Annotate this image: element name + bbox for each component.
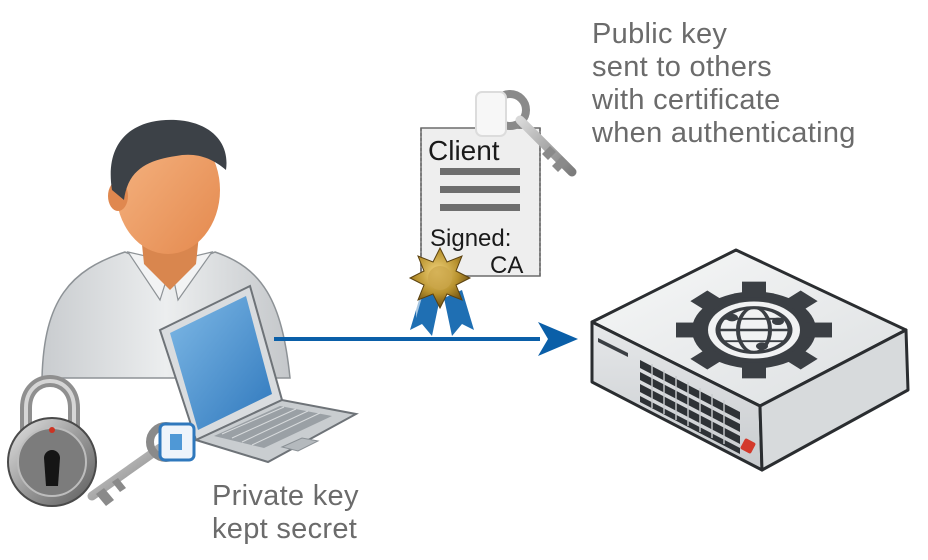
person-icon [41, 119, 291, 379]
certificate-signed-label: Signed: [430, 225, 512, 252]
arrow-icon [274, 322, 578, 356]
certificate-title: Client [428, 135, 500, 166]
public-key-icon [475, 90, 577, 177]
public-key-caption-line: when authenticating [592, 117, 856, 149]
public-key-caption: Public key sent to others with certifica… [592, 18, 856, 150]
certificate-signer: CA [490, 252, 524, 279]
public-key-caption-line: Public key [592, 18, 728, 50]
private-key-caption-line: kept secret [212, 513, 358, 545]
laptop-icon [158, 284, 359, 464]
private-key-icon [87, 422, 196, 506]
padlock-icon [7, 375, 97, 507]
seal-icon [408, 246, 474, 336]
public-key-caption-line: sent to others [592, 51, 772, 83]
public-key-caption-line: with certificate [592, 84, 781, 116]
private-key-caption: Private key kept secret [212, 480, 359, 546]
port-grid [640, 360, 740, 454]
private-key-caption-line: Private key [212, 480, 359, 512]
gear-globe-icon [676, 281, 832, 379]
